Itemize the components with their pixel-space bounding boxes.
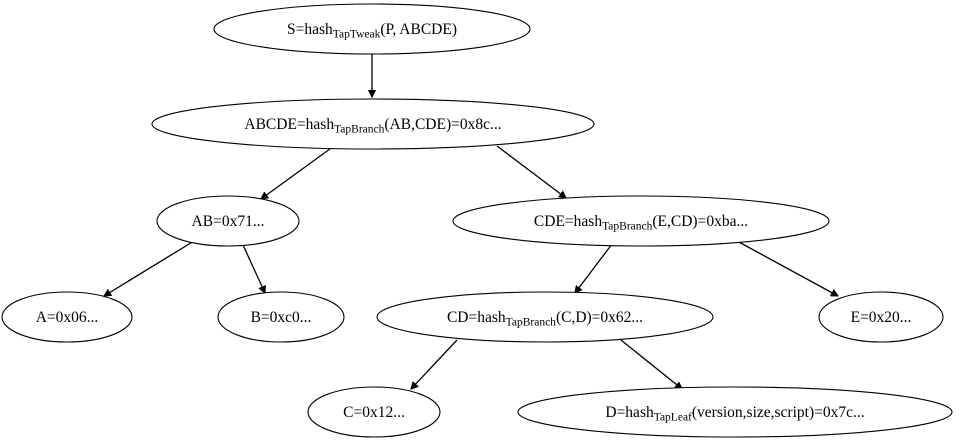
edge-cde-to-cd xyxy=(575,243,613,293)
edge-cde-to-e xyxy=(736,240,838,296)
edge-line xyxy=(411,339,458,389)
node-outline-d xyxy=(517,386,953,438)
node-label-a: A=0x06... xyxy=(36,309,99,326)
node-outline-e xyxy=(818,291,944,343)
node-label-b: B=0xc0... xyxy=(251,309,312,326)
node-outline-s xyxy=(213,3,531,55)
node-c[interactable]: C=0x12... xyxy=(307,386,441,438)
node-outline-cd xyxy=(376,291,714,343)
edge-cd-to-c xyxy=(411,339,458,389)
node-outline-b xyxy=(217,291,345,343)
nodes-layer: S=hashTapTweak(P, ABCDE) ABCDE=hashTapBra… xyxy=(1,3,953,438)
edges-layer xyxy=(104,54,838,389)
node-e[interactable]: E=0x20... xyxy=(818,291,944,343)
edge-line xyxy=(104,240,195,296)
node-label-cde: CDE=hashTapBranch(E,CD)=0xba... xyxy=(534,213,748,233)
node-outline-abcde xyxy=(151,98,595,150)
node-outline-a xyxy=(1,291,133,343)
edge-line xyxy=(496,145,566,198)
node-cde[interactable]: CDE=hashTapBranch(E,CD)=0xba... xyxy=(452,195,830,247)
node-ab[interactable]: AB=0x71... xyxy=(156,195,300,247)
edge-line xyxy=(736,240,838,296)
node-abcde[interactable]: ABCDE=hashTapBranch(AB,CDE)=0x8c... xyxy=(151,98,595,150)
node-label-d: D=hashTapLeaf(version,size,script)=0x7c.… xyxy=(605,404,864,424)
node-s[interactable]: S=hashTapTweak(P, ABCDE) xyxy=(213,3,531,55)
edge-line xyxy=(261,145,335,199)
edge-abcde-to-cde xyxy=(496,145,566,198)
node-label-c: C=0x12... xyxy=(343,404,405,421)
node-b[interactable]: B=0xc0... xyxy=(217,291,345,343)
edge-line xyxy=(575,243,613,293)
edge-line xyxy=(620,339,682,389)
node-label-cd: CD=hashTapBranch(C,D)=0x62... xyxy=(447,309,643,329)
edge-ab-to-a xyxy=(104,240,195,296)
edge-line xyxy=(242,244,265,293)
node-label-e: E=0x20... xyxy=(851,309,912,326)
node-label-abcde: ABCDE=hashTapBranch(AB,CDE)=0x8c... xyxy=(244,116,501,136)
edge-ab-to-b xyxy=(242,244,265,293)
node-outline-cde xyxy=(452,195,830,247)
node-label-ab: AB=0x71... xyxy=(192,213,265,230)
node-cd[interactable]: CD=hashTapBranch(C,D)=0x62... xyxy=(376,291,714,343)
node-outline-ab xyxy=(156,195,300,247)
edge-abcde-to-ab xyxy=(261,145,335,199)
edge-cd-to-d xyxy=(620,339,682,389)
node-d[interactable]: D=hashTapLeaf(version,size,script)=0x7c.… xyxy=(517,386,953,438)
node-outline-c xyxy=(307,386,441,438)
node-a[interactable]: A=0x06... xyxy=(1,291,133,343)
node-label-s: S=hashTapTweak(P, ABCDE) xyxy=(287,21,457,41)
